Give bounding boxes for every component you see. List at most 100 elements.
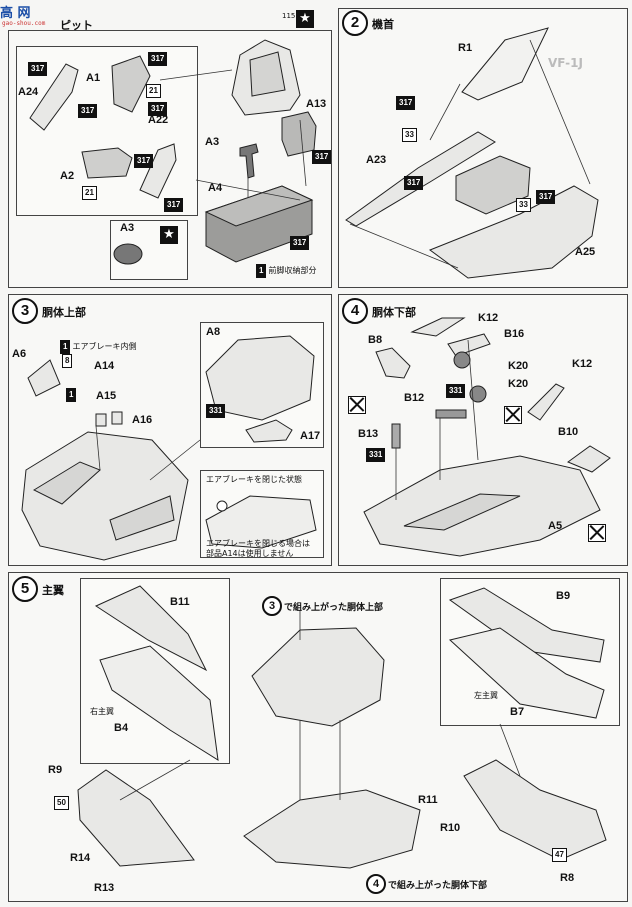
badge-1: 1 bbox=[256, 264, 267, 278]
badge-47: 47 bbox=[552, 848, 567, 862]
label-B12: B12 bbox=[404, 392, 425, 404]
label-A14: A14 bbox=[94, 360, 115, 372]
label-R11: R11 bbox=[418, 794, 438, 806]
label-A25: A25 bbox=[575, 246, 596, 258]
step5-upper-ref: で組み上がった胴体上部 bbox=[284, 603, 384, 613]
label-K12-right: K12 bbox=[572, 358, 593, 370]
step5-lower-ref: で組み上がった胴体下部 bbox=[388, 881, 488, 891]
site-logo-url: gao-shou.com bbox=[2, 20, 46, 27]
label-A3-inset: A3 bbox=[120, 222, 135, 234]
label-B13: B13 bbox=[358, 428, 379, 440]
step4-number: 4 bbox=[342, 298, 368, 324]
label-B7: B7 bbox=[510, 706, 525, 718]
label-R1: R1 bbox=[458, 42, 473, 54]
part-A3 bbox=[239, 143, 259, 179]
badge-317: 317 bbox=[404, 176, 424, 190]
left-wing bbox=[463, 759, 607, 861]
part-B16 bbox=[447, 333, 491, 357]
closed-airbrake-note-1: エアブレーキを閉じる場合は bbox=[206, 539, 310, 548]
badge-50: 50 bbox=[54, 796, 69, 810]
step3-title: 胴体上部 bbox=[42, 306, 86, 319]
label-A13: A13 bbox=[306, 98, 327, 110]
part-B13 bbox=[391, 423, 401, 449]
label-A24: A24 bbox=[18, 86, 39, 98]
badge-331: 331 bbox=[206, 404, 226, 418]
part-B7 bbox=[448, 627, 605, 719]
closed-airbrake-caption: エアブレーキを閉じた状態 bbox=[206, 475, 302, 484]
part-R1 bbox=[461, 27, 549, 101]
part-A6 bbox=[27, 359, 61, 397]
star-icon: ★ bbox=[296, 10, 314, 28]
part-A1 bbox=[111, 55, 151, 113]
badge-317: 317 bbox=[396, 96, 416, 110]
label-R14: R14 bbox=[70, 852, 91, 864]
badge-317: 317 bbox=[290, 236, 310, 250]
label-A5: A5 bbox=[548, 520, 563, 532]
label-A4: A4 bbox=[208, 182, 223, 194]
step5-number: 5 bbox=[12, 576, 38, 602]
label-K20: K20 bbox=[508, 360, 529, 372]
label-A6: A6 bbox=[12, 348, 27, 360]
step4-title: 胴体下部 bbox=[372, 306, 416, 319]
badge-317: 317 bbox=[134, 154, 154, 168]
label-R10: R10 bbox=[440, 822, 461, 834]
badge-33: 33 bbox=[402, 128, 417, 142]
badge-21: 21 bbox=[82, 186, 97, 200]
no-glue-icon bbox=[504, 406, 522, 424]
badge-317: 317 bbox=[164, 198, 184, 212]
label-A1: A1 bbox=[86, 72, 101, 84]
part-K12 bbox=[410, 317, 466, 337]
label-B9: B9 bbox=[556, 590, 571, 602]
no-glue-icon bbox=[588, 524, 606, 542]
label-A2: A2 bbox=[60, 170, 75, 182]
step3-number: 3 bbox=[12, 298, 38, 324]
part-B4 bbox=[99, 645, 219, 761]
cockpit-tub bbox=[455, 155, 531, 215]
badge-8: 8 bbox=[62, 354, 73, 368]
assembled-upper-fuselage bbox=[251, 627, 385, 727]
part-A13 bbox=[281, 111, 317, 157]
badge-317: 317 bbox=[148, 52, 168, 66]
badge-317: 317 bbox=[78, 104, 98, 118]
badge-115: 115 bbox=[282, 12, 296, 20]
step5-lower-ref-number: 4 bbox=[366, 874, 386, 894]
part-B8 bbox=[375, 347, 411, 379]
label-R13: R13 bbox=[94, 882, 115, 894]
label-K12: K12 bbox=[478, 312, 499, 324]
badge-33: 33 bbox=[516, 198, 531, 212]
label-K20-b: K20 bbox=[508, 378, 529, 390]
part-A22 bbox=[139, 143, 177, 199]
label-B4: B4 bbox=[114, 722, 129, 734]
part-B12 bbox=[435, 409, 467, 419]
label-A15: A15 bbox=[96, 390, 117, 402]
part-A16 bbox=[111, 411, 123, 425]
label-A23: A23 bbox=[366, 154, 387, 166]
left-wing-label: 左主翼 bbox=[474, 691, 498, 700]
part-B10 bbox=[566, 445, 611, 473]
site-logo: 高 网 bbox=[0, 6, 31, 21]
badge-317: 317 bbox=[536, 190, 556, 204]
right-wing bbox=[77, 769, 195, 867]
badge-317: 317 bbox=[148, 102, 168, 116]
label-A16: A16 bbox=[132, 414, 153, 426]
badge-317: 317 bbox=[28, 62, 48, 76]
right-wing-label: 右主翼 bbox=[90, 707, 114, 716]
step5-title: 主翼 bbox=[42, 584, 64, 597]
label-B16: B16 bbox=[504, 328, 525, 340]
part-A15 bbox=[95, 413, 107, 427]
step2-number: 2 bbox=[342, 10, 368, 36]
part-K12-right bbox=[527, 383, 565, 421]
part-A2 bbox=[81, 147, 133, 179]
label-A17: A17 bbox=[300, 430, 321, 442]
no-glue-icon bbox=[348, 396, 366, 414]
part-B11 bbox=[94, 585, 208, 672]
part-A24 bbox=[29, 63, 79, 131]
step5-upper-ref-number: 3 bbox=[262, 596, 282, 616]
closed-airbrake-note-2: 部品A14は使用しません bbox=[206, 549, 294, 558]
bleed-through-text: VF-1J bbox=[548, 56, 583, 70]
step2-title: 機首 bbox=[372, 18, 394, 31]
badge-1: 1 bbox=[66, 388, 77, 402]
